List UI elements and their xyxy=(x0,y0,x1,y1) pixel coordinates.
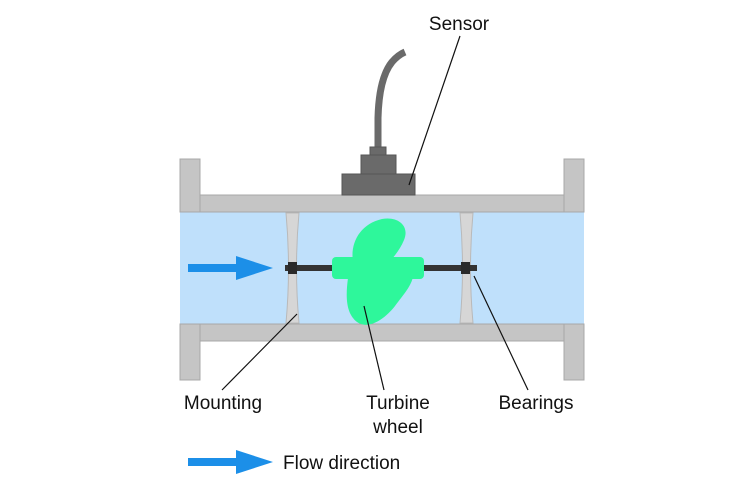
right-flange-top xyxy=(563,158,585,213)
legend-arrow-head xyxy=(236,450,273,474)
turbine-leader xyxy=(363,305,385,391)
bearings-leader xyxy=(473,275,529,391)
flow-arrow-pipe-head xyxy=(236,256,273,280)
flow-arrow-pipe xyxy=(188,256,273,280)
turbine-hub xyxy=(332,257,424,279)
sensor-label: Sensor xyxy=(429,14,490,35)
legend-arrow-shaft xyxy=(188,458,238,466)
sensor-base xyxy=(341,173,416,196)
turbine-wheel xyxy=(332,218,424,325)
right-bearing xyxy=(461,262,470,274)
left-flange-top xyxy=(179,158,201,213)
turbine-blade-upper xyxy=(352,218,406,263)
sensor-cap xyxy=(369,146,387,156)
leader-lines xyxy=(221,35,529,391)
turbine-blade-lower xyxy=(346,276,413,325)
sensor xyxy=(341,146,416,196)
pipe-bottom-wall xyxy=(179,323,585,342)
mounting-label: Mounting xyxy=(184,393,262,414)
turbine-label-line1: Turbine xyxy=(366,393,430,414)
sensor-cable xyxy=(374,48,407,150)
sensor-leader xyxy=(408,35,461,186)
legend: Flow direction xyxy=(188,450,400,474)
legend-arrow xyxy=(188,450,273,474)
right-flange-bottom xyxy=(563,323,585,381)
left-bearing xyxy=(288,262,297,274)
legend-label: Flow direction xyxy=(283,453,400,474)
sensor-neck xyxy=(360,154,397,175)
mounting-leader xyxy=(221,313,298,391)
left-flange-bottom xyxy=(179,323,201,381)
turbine-label-line2: wheel xyxy=(372,417,423,438)
flow-arrow-pipe-shaft xyxy=(188,264,240,272)
pipe-top-wall xyxy=(179,194,585,213)
pipe xyxy=(179,158,585,381)
bearings-label: Bearings xyxy=(499,393,574,414)
